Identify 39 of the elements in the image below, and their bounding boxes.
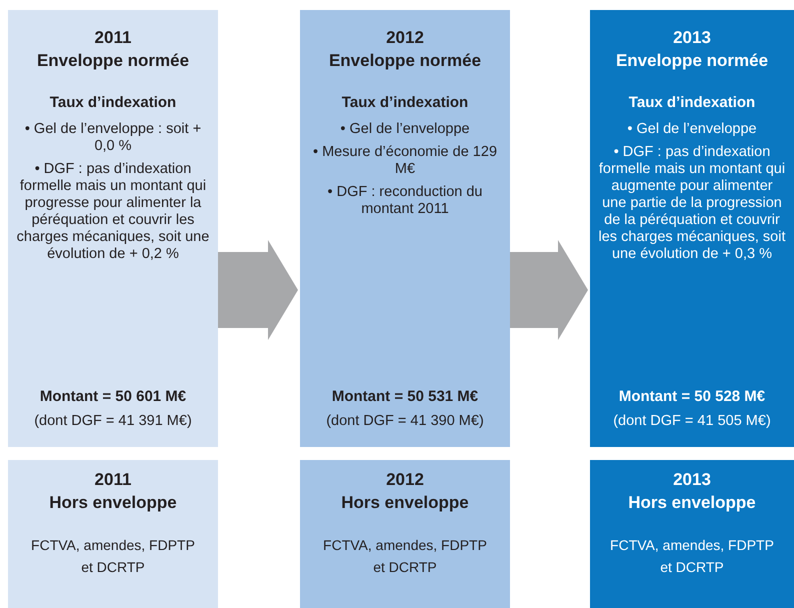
panel-heading: 2011	[94, 27, 132, 49]
bullet-item: • Mesure d’économie de 129 M€	[312, 144, 498, 178]
panel-heading: Enveloppe normée	[328, 50, 482, 72]
panel-heading: 2011	[94, 469, 132, 491]
bullet-item: • DGF : pas d’indexation formelle mais un montant qui augmente pour alimenter une partie de la progression de la péréquation et couvrir les charges mécaniques, soit une évolution de + 0,3 %	[598, 144, 786, 263]
panel-heading: Hors enveloppe	[341, 492, 469, 514]
info-panel	[590, 460, 794, 608]
info-panel	[8, 10, 218, 447]
amount-detail: (dont DGF = 41 390 M€)	[326, 413, 484, 429]
section-heading: Taux d’indexation	[50, 94, 176, 111]
bullet-item: • Gel de l’enveloppe	[340, 121, 470, 138]
section-heading: Taux d’indexation	[342, 94, 468, 111]
panel-heading: 2012	[386, 469, 424, 491]
panel-heading: Hors enveloppe	[49, 492, 177, 514]
bullet-item: • Gel de l’enveloppe : soit + 0,0 %	[24, 121, 202, 155]
section-heading: Taux d’indexation	[628, 94, 756, 111]
amount-detail: (dont DGF = 41 505 M€)	[613, 413, 771, 429]
block-arrow	[218, 240, 298, 340]
info-panel	[300, 460, 510, 608]
panel-heading: Enveloppe normée	[616, 50, 768, 72]
info-panel	[590, 10, 794, 447]
panel-text: FCTVA, amendes, FDPTP et DCRTP	[609, 536, 775, 577]
panel-heading: 2013	[673, 27, 711, 49]
amount-text: Montant = 50 531 M€	[332, 388, 478, 405]
amount-text: Montant = 50 528 M€	[618, 388, 766, 405]
panel-text: FCTVA, amendes, FDPTP et DCRTP	[30, 536, 196, 577]
info-panel	[300, 10, 510, 447]
bullet-item: • DGF : reconduction du montant 2011	[326, 184, 484, 218]
bullet-item: • Gel de l’enveloppe	[627, 121, 757, 138]
panel-heading: Enveloppe normée	[36, 50, 190, 72]
amount-detail: (dont DGF = 41 391 M€)	[34, 413, 192, 429]
panel-heading: 2012	[386, 27, 424, 49]
panel-heading: Hors enveloppe	[628, 492, 756, 514]
block-arrow	[510, 240, 588, 340]
info-panel	[8, 460, 218, 608]
panel-text: FCTVA, amendes, FDPTP et DCRTP	[322, 536, 488, 577]
bullet-item: • DGF : pas d’indexation formelle mais un montant qui progresse pour alimenter la péréquation et couvrir les charges mécaniques, soit une évolution de + 0,2 %	[16, 161, 210, 263]
panel-heading: 2013	[673, 469, 711, 491]
amount-text: Montant = 50 601 M€	[40, 388, 186, 405]
